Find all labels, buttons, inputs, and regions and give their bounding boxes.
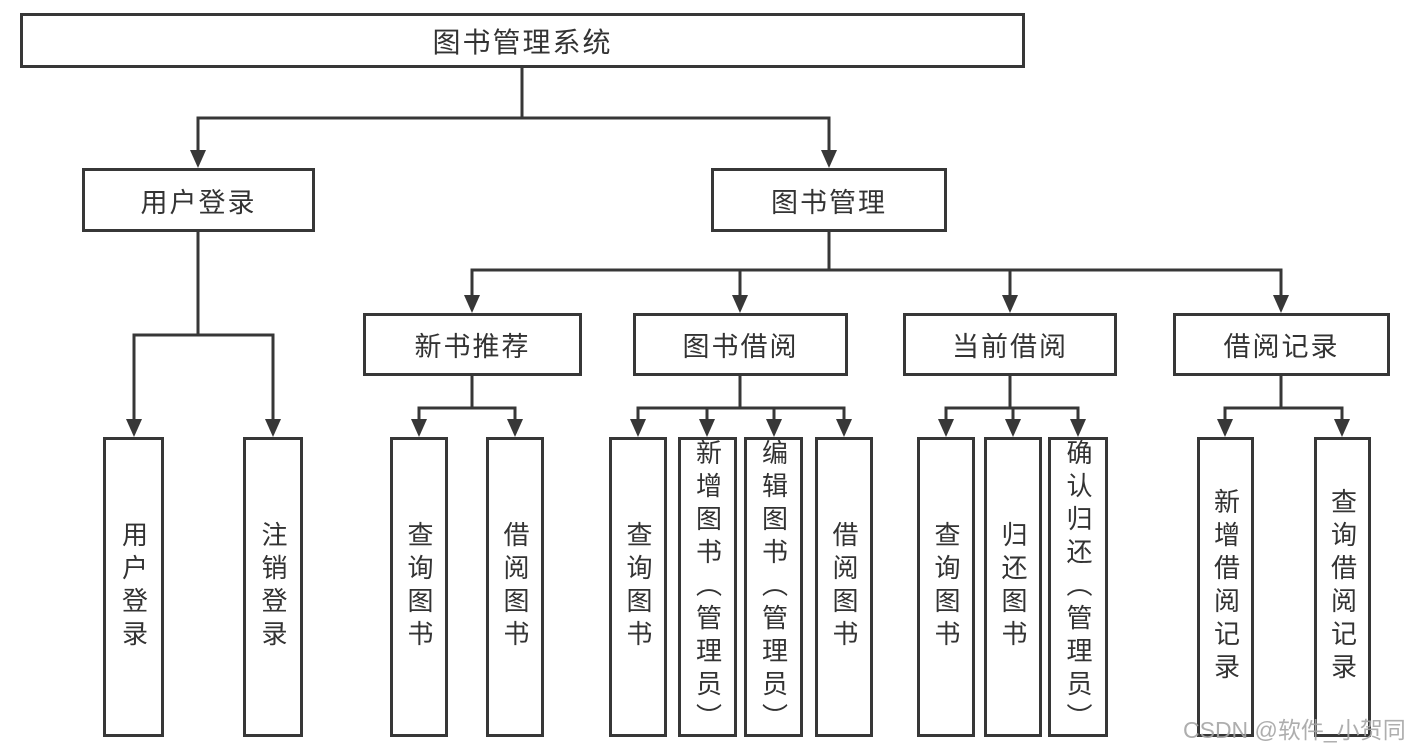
node-book-borrowing: 图书借阅 [633,313,848,376]
edge-management-to-sections [464,230,1289,313]
leaf-newbook-query-books: 查询图书 [390,437,448,737]
edge-current-to-leaves [938,374,1086,437]
leaf-current-return-books: 归还图书 [984,437,1042,737]
leaf-borrow-edit-books-admin: 编辑图书（管理员） [744,437,803,737]
node-user-login-branch: 用户登录 [82,168,315,232]
node-borrowing-records: 借阅记录 [1173,313,1390,376]
leaf-user-login: 用户登录 [103,437,164,737]
leaf-borrow-add-books-admin: 新增图书（管理员） [678,437,737,737]
node-root-system: 图书管理系统 [20,13,1025,68]
edge-login-to-children [126,230,281,437]
node-book-management-branch: 图书管理 [711,168,947,232]
leaf-newbook-borrow-books: 借阅图书 [486,437,544,737]
leaf-records-query-record: 查询借阅记录 [1314,437,1371,737]
edge-records-to-leaves [1217,374,1350,437]
leaf-current-confirm-return-admin: 确认归还（管理员） [1048,437,1108,737]
leaf-records-add-record: 新增借阅记录 [1197,437,1254,737]
leaf-logout: 注销登录 [243,437,303,737]
edge-borrow-to-leaves [630,374,852,437]
csdn-watermark: CSDN @软件_小贺同学 [1183,717,1405,743]
node-new-book-recommendation: 新书推荐 [363,313,582,376]
leaf-borrow-query-books: 查询图书 [609,437,667,737]
edge-root-to-level2 [190,66,837,168]
edge-newbook-to-leaves [411,374,523,437]
leaf-borrow-borrow-books: 借阅图书 [815,437,873,737]
node-current-borrowing: 当前借阅 [903,313,1117,376]
leaf-current-query-books: 查询图书 [917,437,975,737]
